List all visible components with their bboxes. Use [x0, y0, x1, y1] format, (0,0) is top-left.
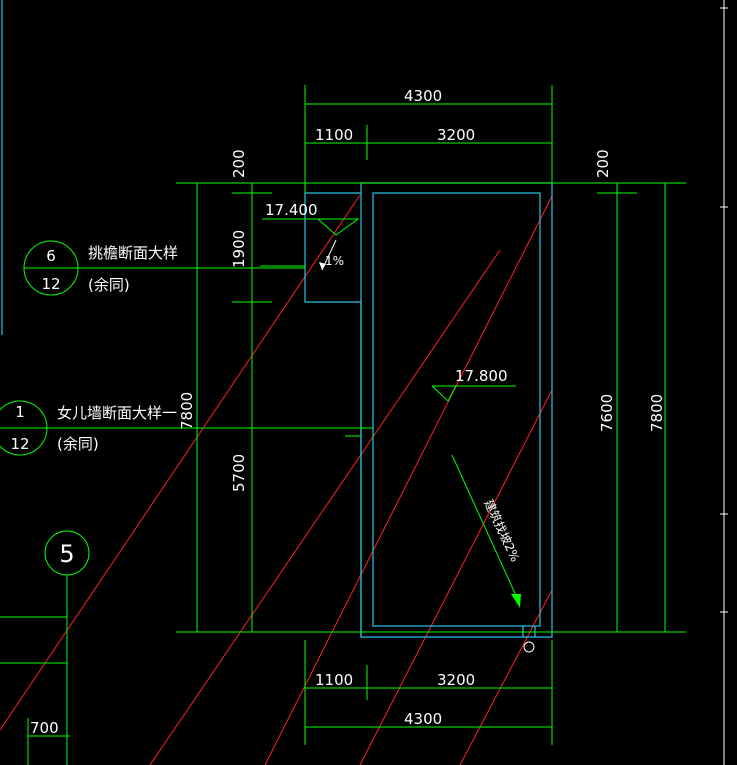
roof-slope-label: 建筑找坡2%: [481, 497, 523, 564]
grid-axis-label: 5: [59, 540, 74, 568]
elevation-symbol: [431, 385, 516, 402]
callout-note: (余同): [57, 435, 99, 453]
elevation-eave: 17.400: [265, 201, 318, 219]
dim-right-total: 7800: [648, 394, 666, 432]
hatch-line: [459, 589, 553, 765]
slope-arrow-head: [511, 594, 521, 608]
dim-bottom-total: 4300: [404, 710, 442, 728]
dim-left-low: 5700: [230, 454, 248, 492]
drain-icon: [523, 641, 535, 653]
dim-right-top: 200: [594, 149, 612, 178]
callout-sheet: 12: [10, 435, 29, 453]
dim-left-top: 200: [230, 149, 248, 178]
slope-arrow-line: [451, 454, 519, 601]
callout-sheet: 12: [41, 275, 60, 293]
hatch-line: [149, 249, 501, 765]
dim-top-left: 1100: [315, 126, 353, 144]
elevation-roof: 17.800: [455, 367, 508, 385]
dim-left-total: 7800: [178, 392, 196, 430]
dim-right-inner: 7600: [598, 394, 616, 432]
hatch-line: [264, 195, 553, 765]
slope-arrow-head: [319, 262, 326, 270]
hatch-line: [359, 389, 553, 765]
callout-note: (余同): [88, 276, 130, 294]
callout-title: 挑檐断面大样: [88, 244, 178, 262]
building-outline: [304, 182, 553, 638]
dim-bottom-right: 3200: [437, 671, 475, 689]
dim-left-mid: 1900: [230, 230, 248, 268]
callout-title: 女儿墙断面大样一: [57, 404, 177, 422]
dim-top-total: 4300: [404, 87, 442, 105]
eave-slope-label: 1%: [325, 254, 344, 268]
dim-top-right: 3200: [437, 126, 475, 144]
hatch-line: [0, 194, 361, 731]
callout-number: 1: [15, 403, 25, 421]
elevation-symbol: [262, 218, 360, 236]
inner-roof-outline: [372, 192, 541, 627]
dim-bottom-left: 1100: [315, 671, 353, 689]
callout-number: 6: [46, 247, 56, 265]
dim-bottom-far-left: 700: [30, 719, 59, 737]
